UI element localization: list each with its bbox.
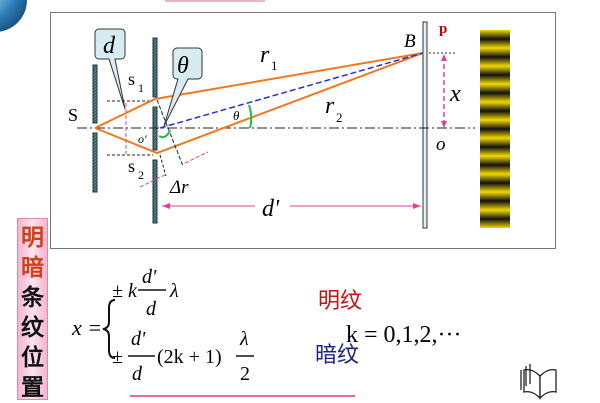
theta-callout: θ [163, 47, 203, 127]
theta-angle-label: θ [233, 108, 240, 123]
d-callout: d [94, 28, 126, 110]
theta-arc-small [158, 129, 171, 139]
source-barrier [92, 64, 98, 193]
source-label: S [68, 105, 78, 125]
center-ray [159, 52, 424, 129]
d-label: d [103, 33, 116, 59]
s2-subscript: 2 [138, 168, 144, 182]
delta-r-marker [139, 173, 168, 188]
dark-lambda: λ [239, 328, 249, 350]
d-prime-label: d' [262, 196, 280, 222]
s1-label: s [128, 69, 135, 89]
x-label: x [449, 81, 461, 107]
bright-lambda: λ [169, 280, 179, 302]
screen [422, 21, 428, 229]
fringe-pattern [480, 30, 510, 228]
side-label: 明暗条纹位置 [17, 218, 48, 401]
top-bar-decoration [165, 0, 265, 2]
side-label-char: 纹 [21, 315, 44, 341]
delta-r-guide [159, 154, 167, 177]
dark-fringe-label: 暗纹 [315, 343, 360, 368]
point-b-label: B [404, 31, 416, 52]
globe-decoration [0, 0, 27, 32]
formula-lhs: x = [71, 315, 102, 340]
delta-r-marker [184, 151, 209, 164]
delta-r-label: Δr [169, 177, 189, 198]
book-icon[interactable] [520, 364, 557, 400]
s1-subscript: 1 [138, 81, 144, 95]
side-label-char: 暗 [21, 255, 44, 281]
point-p-label: p [439, 21, 447, 37]
theta-arc [248, 104, 253, 129]
light-rays [94, 52, 424, 155]
side-label-char: 置 [21, 375, 44, 401]
dark-numerator: d' [131, 328, 146, 350]
brace [102, 299, 116, 359]
bright-prefix: ± k [112, 280, 138, 302]
dark-middle: (2k + 1) [157, 346, 222, 368]
side-label-char: 条 [21, 285, 44, 311]
r1-label: r [260, 42, 270, 68]
dark-denominator: d [132, 363, 143, 385]
double-slit-barrier [152, 37, 158, 224]
dark-prefix: ± [112, 346, 123, 368]
dark-two: 2 [240, 363, 250, 385]
r2-subscript: 2 [336, 110, 343, 125]
side-label-char: 位 [21, 345, 44, 371]
o-prime-label: o′ [138, 132, 147, 146]
r2-label: r [325, 93, 335, 119]
bright-fringe-label: 明纹 [318, 289, 363, 314]
fringe-position-formula: x = ± k d' d λ ± d' d (2k + 1) λ 2 k = 0… [71, 266, 462, 385]
r1-subscript: 1 [271, 58, 278, 73]
bright-denominator: d [146, 298, 157, 320]
diagram-frame [50, 12, 556, 249]
interference-fringes [480, 30, 510, 228]
k-values: k = 0,1,2,··· [346, 322, 462, 348]
bright-numerator: d' [142, 266, 157, 288]
o-label: o [436, 134, 446, 155]
s2-label: s [128, 156, 135, 176]
side-label-char: 明 [21, 225, 44, 251]
theta-label: θ [177, 53, 189, 79]
